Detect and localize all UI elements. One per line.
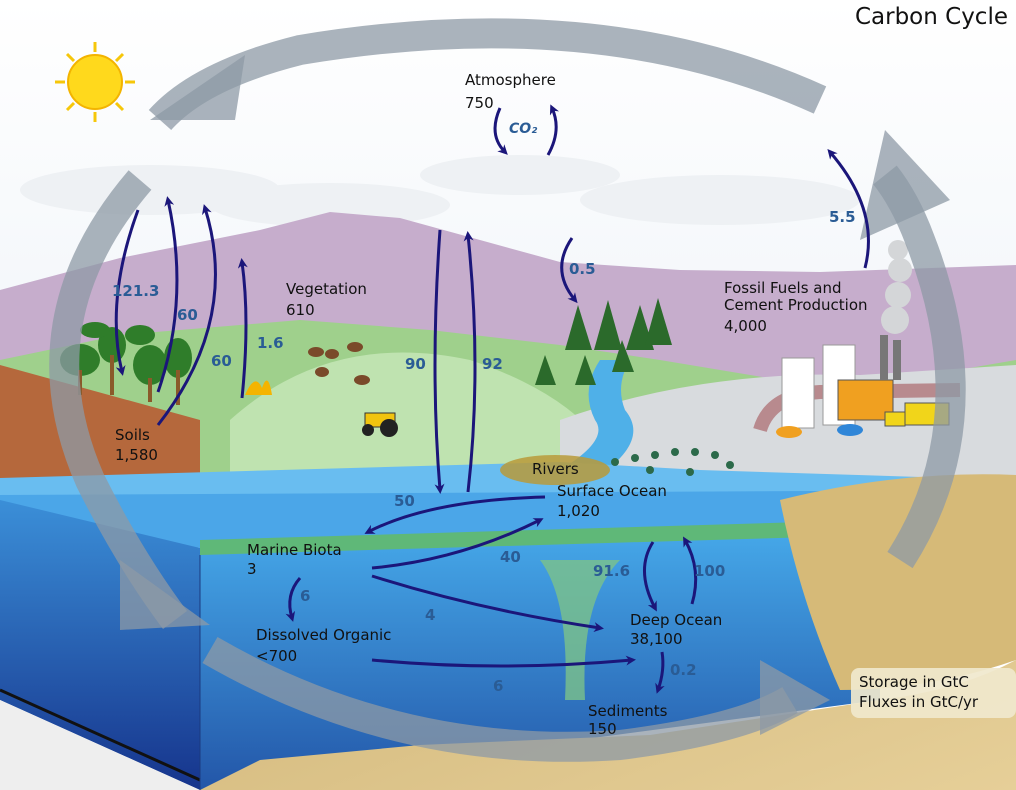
flux-soil-respiration: 121.3 <box>112 282 160 300</box>
conifer-forest <box>535 298 672 385</box>
crop-field <box>611 448 734 476</box>
sun-icon <box>55 42 135 122</box>
flux-fossil-emissions: 5.5 <box>829 208 856 226</box>
legend: Storage in GtC Fluxes in GtC/yr <box>851 668 1016 718</box>
hill <box>230 352 600 480</box>
river <box>560 360 634 475</box>
flux-arrows <box>114 104 870 694</box>
atmosphere-value: 750 <box>465 94 494 112</box>
flux-ocean-uptake: 90 <box>405 355 426 373</box>
marine-biota-name: Marine Biota <box>247 541 342 559</box>
soils-name: Soils <box>115 426 150 444</box>
cycle-arrowheads <box>120 55 950 735</box>
deep-ocean-value: 38,100 <box>630 630 683 648</box>
surface-ocean-value: 1,020 <box>557 502 600 520</box>
flux-land-sink: 0.5 <box>569 260 596 278</box>
legend-fluxes: Fluxes in GtC/yr <box>859 693 979 711</box>
ground-left <box>0 700 200 790</box>
sediments-value: 150 <box>588 720 617 738</box>
diagram-title: Carbon Cycle <box>854 4 1008 30</box>
cattle-icon <box>308 342 370 385</box>
fossil-fuels-value: 4,000 <box>724 317 767 335</box>
rivers-name: Rivers <box>532 460 579 478</box>
sea-floor <box>200 480 1016 790</box>
city-buildings <box>781 335 901 429</box>
flux-deep-to-surface: 100 <box>694 562 726 580</box>
vegetation-name: Vegetation <box>286 280 367 298</box>
fossil-fuels-name: Fossil Fuels and Cement Production <box>724 279 868 314</box>
flux-surface-to-deep: 91.6 <box>593 562 631 580</box>
dissolved-organic-value: <700 <box>256 647 298 665</box>
vegetation-value: 610 <box>286 301 315 319</box>
flux-photosynthesis: 60 <box>177 306 198 324</box>
edge-line <box>0 688 201 782</box>
flux-biota-to-dissolved: 6 <box>300 587 311 605</box>
deep-ocean-name: Deep Ocean <box>630 611 723 629</box>
dissolved-organic-name: Dissolved Organic <box>256 626 392 644</box>
soil-block <box>0 365 200 495</box>
ocean-surface <box>0 462 1016 500</box>
smoke-icon <box>881 240 912 334</box>
soils-value: 1,580 <box>115 446 158 464</box>
flux-biota-to-surface: 40 <box>500 548 521 566</box>
atmosphere-name: Atmosphere <box>465 71 556 89</box>
flux-deep-to-sediments: 0.2 <box>670 661 697 679</box>
marine-biota-value: 3 <box>247 560 257 578</box>
surface-ocean-name: Surface Ocean <box>557 482 667 500</box>
plume <box>540 560 620 700</box>
flux-dissolved-to-deep: 6 <box>493 677 504 695</box>
biota-band <box>200 520 870 560</box>
flux-biota-to-deep: 4 <box>425 606 436 624</box>
co2-label: CO₂ <box>509 121 538 137</box>
fire-icon <box>245 380 272 395</box>
flux-ocean-release: 92 <box>482 355 503 373</box>
legend-storage: Storage in GtC <box>859 673 969 691</box>
shore <box>780 474 1016 690</box>
flux-plant-respiration: 60 <box>211 352 232 370</box>
tractor-icon <box>362 412 398 437</box>
flux-surface-to-biota: 50 <box>394 492 415 510</box>
sediments-name: Sediments <box>588 702 668 720</box>
flux-fire: 1.6 <box>257 334 284 352</box>
rivers-delta <box>500 455 610 485</box>
